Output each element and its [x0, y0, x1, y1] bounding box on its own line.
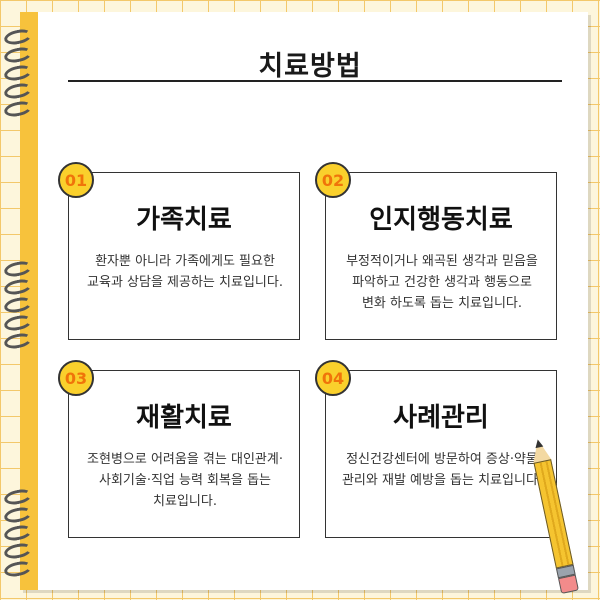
card-number-badge: 03: [58, 360, 94, 396]
card-number-badge: 01: [58, 162, 94, 198]
card-family-therapy: 가족치료 환자뿐 아니라 가족에게도 필요한 교육과 상담을 제공하는 치료입니…: [68, 172, 300, 340]
card-rehabilitation-therapy: 재활치료 조현병으로 어려움을 겪는 대인관계·사회기술·직업 능력 회복을 돕…: [68, 370, 300, 538]
card-title: 인지행동치료: [369, 205, 513, 235]
card-number-badge: 02: [315, 162, 351, 198]
page-title: 치료방법: [258, 51, 362, 82]
card-description: 부정적이거나 왜곡된 생각과 믿음을 파악하고 건강한 생각과 행동으로 변화 …: [346, 254, 538, 311]
card-title: 재활치료: [136, 403, 232, 433]
title-divider: [68, 80, 562, 82]
card-description: 정신건강센터에 방문하여 증상·약물 관리와 재발 예방을 돕는 치료입니다.: [341, 452, 543, 488]
card-title: 사례관리: [393, 403, 489, 433]
card-description: 환자뿐 아니라 가족에게도 필요한 교육과 상담을 제공하는 치료입니다.: [87, 254, 283, 290]
card-number-badge: 04: [315, 360, 351, 396]
card-title: 가족치료: [136, 205, 232, 235]
card-description: 조현병으로 어려움을 겪는 대인관계·사회기술·직업 능력 회복을 돕는 치료입…: [87, 452, 283, 509]
card-cognitive-behavioral-therapy: 인지행동치료 부정적이거나 왜곡된 생각과 믿음을 파악하고 건강한 생각과 행…: [325, 172, 557, 340]
notebook-spine: [20, 12, 38, 590]
card-case-management: 사례관리 정신건강센터에 방문하여 증상·약물 관리와 재발 예방을 돕는 치료…: [325, 370, 557, 538]
